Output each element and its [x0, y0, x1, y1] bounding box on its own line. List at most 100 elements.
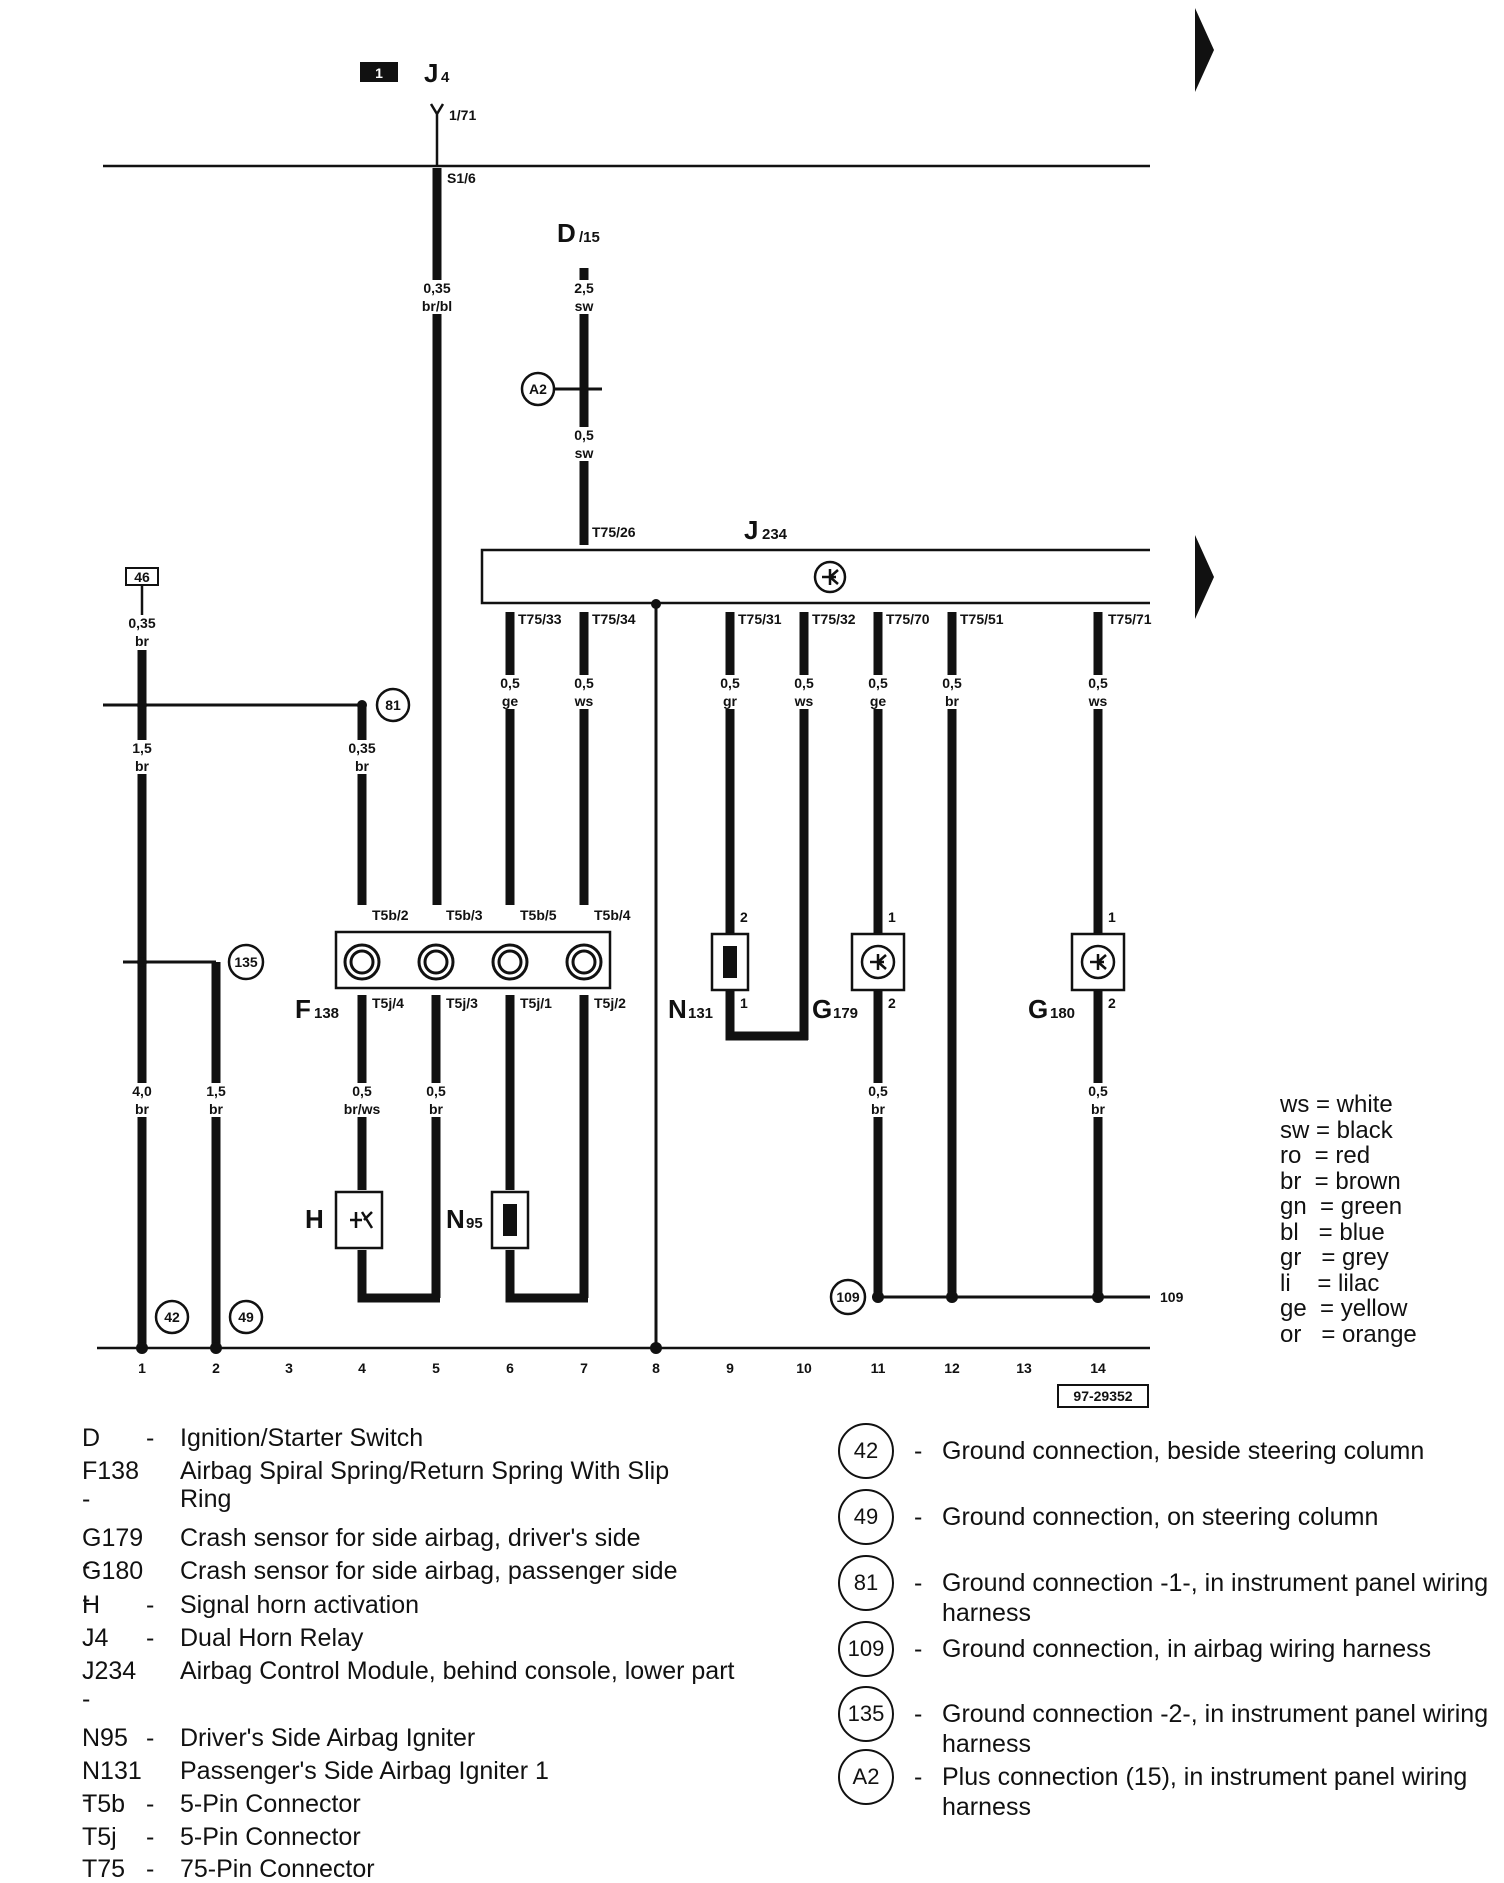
svg-text:ge: ge: [870, 693, 887, 709]
svg-text:1,5: 1,5: [132, 740, 152, 756]
svg-text:2: 2: [212, 1360, 220, 1376]
svg-text:br: br: [135, 758, 150, 774]
svg-text:T75/71: T75/71: [1108, 611, 1152, 627]
svg-text:3: 3: [285, 1360, 293, 1376]
relay-pin-fork: [429, 103, 445, 166]
n131-pin-2: 2: [740, 909, 748, 925]
wire-label-w6: 0,35 br: [340, 740, 384, 774]
f138-sub: 138: [314, 1005, 339, 1022]
svg-text:br: br: [1091, 1101, 1106, 1117]
g179-pin-2: 2: [888, 995, 896, 1011]
svg-text:0,5: 0,5: [574, 427, 594, 443]
svg-text:T75/70: T75/70: [886, 611, 930, 627]
svg-text:8: 8: [652, 1360, 660, 1376]
color-key-row: ws = white: [1280, 1091, 1393, 1118]
wire-color-key: ws = white sw = black ro = red br = brow…: [1280, 1092, 1417, 1347]
g180-label: G: [1028, 994, 1048, 1024]
svg-text:10: 10: [796, 1360, 812, 1376]
svg-text:sw: sw: [575, 298, 594, 314]
svg-text:T5j/4: T5j/4: [372, 995, 404, 1011]
svg-text:7: 7: [580, 1360, 588, 1376]
g179-label: G: [812, 994, 832, 1024]
svg-text:A2: A2: [529, 381, 547, 397]
wire-label-w18: 0,5 br: [856, 1083, 900, 1117]
ground-49-circle: 49: [228, 1299, 264, 1335]
wire-label-w4: 0,35 br: [128, 615, 155, 649]
svg-text:0,5: 0,5: [794, 675, 814, 691]
svg-text:ws: ws: [794, 693, 814, 709]
page-badge: [360, 62, 398, 82]
svg-text:br: br: [135, 1101, 150, 1117]
wire-label-w12: 0,5 br: [930, 675, 974, 709]
wire-label-w17: 0,5 br: [414, 1083, 458, 1117]
svg-text:0,5: 0,5: [574, 675, 594, 691]
n131-igniter-box: [710, 932, 750, 992]
f138-connector-box: [334, 930, 612, 990]
wire-label-w9: 0,5 gr: [708, 675, 752, 709]
g180-pin-2: 2: [1108, 995, 1116, 1011]
svg-text:0,35: 0,35: [128, 615, 155, 631]
color-key-row: ro = red: [1280, 1142, 1371, 1169]
diagram-id: 97-29352: [1073, 1388, 1132, 1404]
n131-label: N: [668, 994, 687, 1024]
color-key-row: sw = black: [1280, 1116, 1393, 1144]
svg-text:11: 11: [871, 1360, 886, 1376]
wire-n95-loop: [505, 1250, 588, 1303]
column-numbers: 1 2 3 4 5 6 7 8 9 10 11 12 13 14: [138, 1360, 1106, 1376]
svg-text:9: 9: [726, 1360, 734, 1376]
svg-text:T75/31: T75/31: [738, 611, 782, 627]
g180-sensor-icon: [1080, 944, 1116, 980]
wire-horn-loop: [357, 1250, 440, 1303]
svg-text:br/ws: br/ws: [344, 1101, 381, 1117]
page-badge-number: 1: [375, 65, 383, 81]
n131-sub: 131: [688, 1005, 713, 1022]
svg-text:0,5: 0,5: [868, 1083, 888, 1099]
wire-label-w5: 1,5 br: [120, 740, 164, 774]
pin-t75-26: T75/26: [592, 524, 636, 540]
svg-text:T75/34: T75/34: [592, 611, 636, 627]
svg-text:T5j/1: T5j/1: [520, 995, 552, 1011]
ground-135-badge: 135: [838, 1686, 894, 1742]
svg-text:135: 135: [234, 954, 258, 970]
color-key-row: bl = blue: [1280, 1218, 1385, 1246]
f138-label: F: [295, 994, 311, 1024]
ignition-d-sub: /15: [579, 229, 600, 246]
color-key-row: br = brown: [1280, 1167, 1401, 1195]
f138-ring-icons: [343, 943, 603, 981]
wire-label-w3: 0,5 sw: [562, 427, 606, 461]
color-key-row: or = orange: [1280, 1320, 1417, 1348]
svg-text:T5b/2: T5b/2: [372, 907, 409, 923]
svg-text:0,35: 0,35: [348, 740, 375, 756]
svg-text:0,5: 0,5: [1088, 1083, 1108, 1099]
diagram-id-box: [1057, 1384, 1149, 1408]
wire-label-w7: 0,5 ge: [488, 675, 532, 709]
n131-igniter-element: [723, 946, 737, 978]
wire-label-w16: 0,5 br/ws: [336, 1083, 388, 1117]
module-j234-box: [480, 548, 1150, 605]
wire-label-w13: 0,5 ws: [1076, 675, 1120, 709]
svg-text:0,5: 0,5: [868, 675, 888, 691]
svg-text:sw: sw: [575, 445, 594, 461]
svg-text:T5b/3: T5b/3: [446, 907, 483, 923]
g180-sensor-box: [1070, 932, 1126, 992]
svg-text:T5j/3: T5j/3: [446, 995, 478, 1011]
svg-text:0,5: 0,5: [426, 1083, 446, 1099]
svg-text:ws: ws: [574, 693, 594, 709]
plus-a2-badge: A2: [838, 1749, 894, 1805]
ground-42-badge: 42: [838, 1423, 894, 1479]
a2-connection-circle: A2: [520, 371, 556, 407]
svg-text:gr: gr: [723, 693, 738, 709]
svg-text:4: 4: [358, 1360, 366, 1376]
g179-sub: 179: [833, 1005, 858, 1022]
module-pin-labels: T75/33 T75/34 T75/31 T75/32 T75/70 T75/5…: [518, 611, 1152, 627]
n95-igniter-element: [503, 1204, 517, 1236]
module-j234-sub: 234: [762, 526, 788, 543]
wiring-diagram: 1 J 4 1/71 S1/6 0,35 br/bl D /15 2,5 sw …: [97, 8, 1214, 1408]
svg-text:br: br: [429, 1101, 444, 1117]
wire-label-w8: 0,5 ws: [562, 675, 606, 709]
n131-pin-1: 1: [740, 995, 748, 1011]
g179-pin-1: 1: [888, 909, 896, 925]
svg-text:1,5: 1,5: [206, 1083, 226, 1099]
svg-text:T75/33: T75/33: [518, 611, 562, 627]
wire-n131-loop: [725, 990, 808, 1041]
